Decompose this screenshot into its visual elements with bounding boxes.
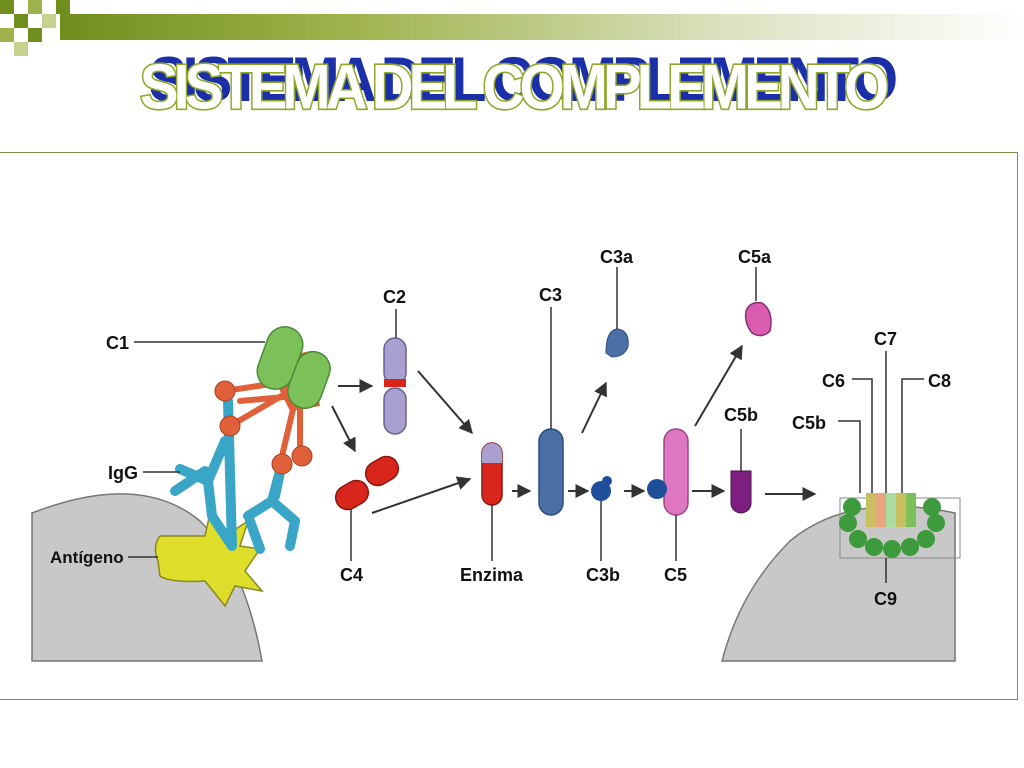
label-igg: IgG xyxy=(108,463,138,483)
c3a-fragment xyxy=(605,328,629,358)
label-c5a: C5a xyxy=(738,247,772,267)
slide-title-shadow: SISTEMA DEL COMPLEMENTO xyxy=(148,44,898,115)
c4-molecule xyxy=(334,455,400,511)
c2-molecule xyxy=(383,337,407,435)
label-c8: C8 xyxy=(928,371,951,391)
c5b-fragment xyxy=(730,470,752,514)
reaction-arrows xyxy=(331,344,817,514)
c5a-fragment xyxy=(744,301,772,337)
slide-title: SISTEMA DEL COMPLEMENTO SISTEMA DEL COMP… xyxy=(138,49,898,121)
label-c5b-free: C5b xyxy=(724,405,758,425)
right-cell xyxy=(721,505,956,662)
membrane-attack-complex xyxy=(839,493,961,559)
label-c9: C9 xyxy=(874,589,897,609)
c3-molecule xyxy=(538,428,564,516)
header-gradient-bar xyxy=(60,14,1024,40)
igg-antibodies xyxy=(170,396,300,554)
label-c2: C2 xyxy=(383,287,406,307)
enzyme-molecule xyxy=(481,442,503,506)
label-c3b: C3b xyxy=(586,565,620,585)
label-c5b-complex: C5b xyxy=(792,413,826,433)
diagram-frame: C1 IgG Antígeno C2 C4 Enzima C3 C3a C3b … xyxy=(0,152,1018,700)
label-c6: C6 xyxy=(822,371,845,391)
corner-decoration xyxy=(0,0,70,56)
label-antigen: Antígeno xyxy=(50,548,124,567)
complement-pathway-diagram: C1 IgG Antígeno C2 C4 Enzima C3 C3a C3b … xyxy=(31,247,961,662)
label-c1: C1 xyxy=(106,333,129,353)
label-c5: C5 xyxy=(664,565,687,585)
label-c3: C3 xyxy=(539,285,562,305)
label-c3a: C3a xyxy=(600,247,634,267)
c3b-fragment xyxy=(591,476,612,501)
label-leader-lines xyxy=(128,267,924,583)
c5-molecule xyxy=(647,428,689,516)
label-c4: C4 xyxy=(340,565,363,585)
slide-title-text: SISTEMA DEL COMPLEMENTO xyxy=(138,52,890,123)
label-enzyme: Enzima xyxy=(460,565,524,585)
title-area: SISTEMA DEL COMPLEMENTO SISTEMA DEL COMP… xyxy=(0,38,1024,138)
label-c7: C7 xyxy=(874,329,897,349)
c1-complex xyxy=(214,326,331,475)
